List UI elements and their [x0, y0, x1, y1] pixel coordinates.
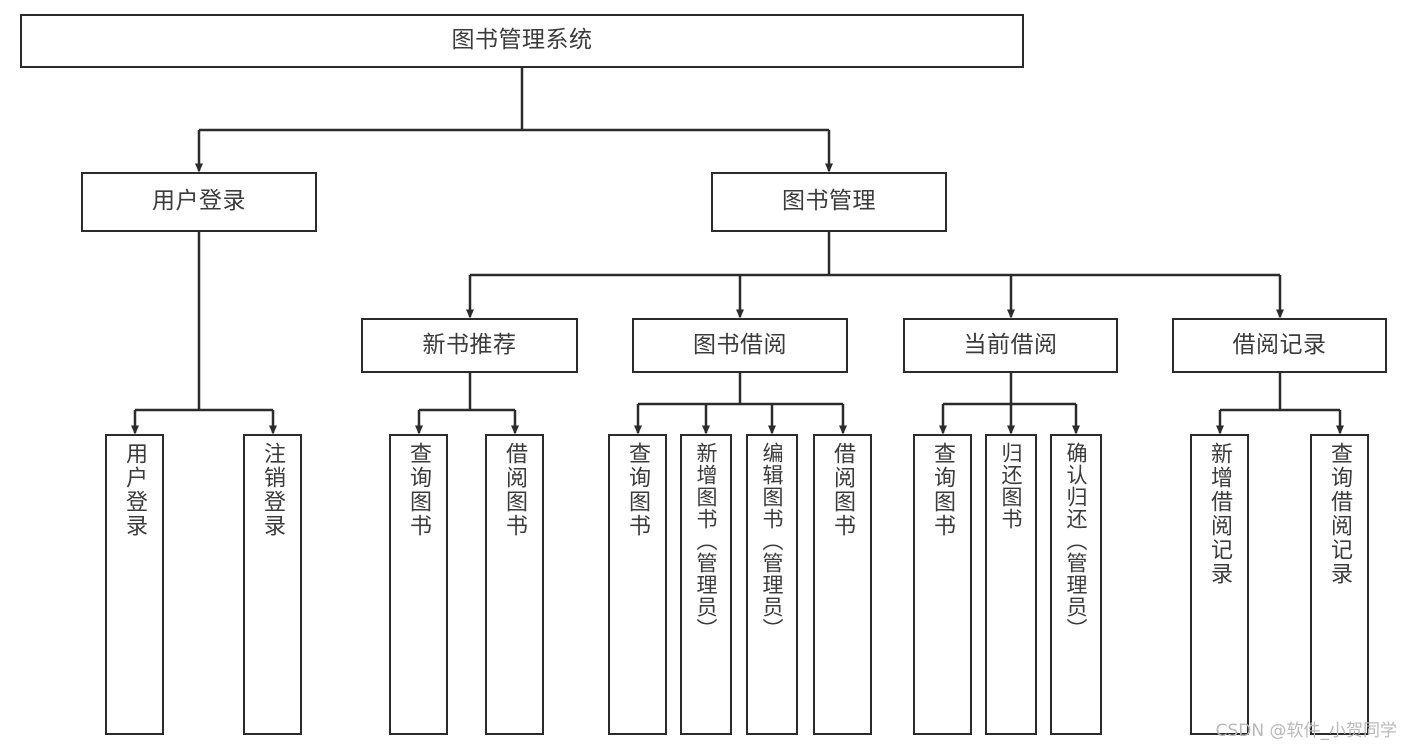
node-leaf-bb-borrow[interactable]: 借阅图书 [813, 434, 872, 735]
node-current-borrow[interactable]: 当前借阅 [903, 318, 1118, 373]
node-label: 图书管理 [782, 188, 876, 215]
node-leaf-nb-query[interactable]: 查询图书 [389, 434, 448, 735]
node-leaf-cb-confirm[interactable]: 确认归还（管理员） [1050, 434, 1102, 735]
node-label: 新书推荐 [422, 331, 517, 358]
node-label: 借阅图书 [830, 442, 856, 538]
node-label: 图书管理系统 [451, 27, 593, 54]
node-label: 查询借阅记录 [1327, 442, 1353, 586]
watermark-text: CSDN @软件_小贺同学 [1215, 721, 1397, 741]
node-label: 新增图书（管理员） [694, 442, 719, 640]
node-new-book-rec[interactable]: 新书推荐 [361, 318, 578, 373]
node-label: 图书借阅 [693, 331, 787, 358]
node-user-login[interactable]: 用户登录 [81, 172, 317, 232]
node-leaf-br-query[interactable]: 查询借阅记录 [1310, 434, 1369, 735]
node-book-manage[interactable]: 图书管理 [711, 172, 947, 232]
node-leaf-bb-add[interactable]: 新增图书（管理员） [680, 434, 732, 735]
node-label: 新增借阅记录 [1207, 442, 1233, 586]
node-borrow-record[interactable]: 借阅记录 [1172, 318, 1387, 373]
node-label: 编辑图书（管理员） [760, 442, 785, 640]
node-leaf-bb-edit[interactable]: 编辑图书（管理员） [746, 434, 798, 735]
node-label: 归还图书 [999, 442, 1024, 530]
node-leaf-bb-query[interactable]: 查询图书 [608, 434, 667, 735]
node-label: 注销登录 [260, 442, 286, 538]
node-label: 借阅图书 [502, 442, 528, 538]
node-label: 查询图书 [930, 442, 956, 538]
node-leaf-cb-query[interactable]: 查询图书 [913, 434, 972, 735]
node-book-borrow[interactable]: 图书借阅 [632, 318, 848, 373]
node-leaf-user-login[interactable]: 用户登录 [105, 434, 164, 735]
node-leaf-br-add[interactable]: 新增借阅记录 [1190, 434, 1249, 735]
edge-lines [131, 68, 1344, 435]
node-root[interactable]: 图书管理系统 [20, 14, 1024, 68]
node-leaf-nb-borrow[interactable]: 借阅图书 [485, 434, 544, 735]
node-leaf-user-logout[interactable]: 注销登录 [243, 434, 302, 735]
node-label: 查询图书 [406, 442, 432, 538]
node-leaf-cb-return[interactable]: 归还图书 [985, 434, 1037, 735]
node-label: 借阅记录 [1232, 331, 1327, 358]
node-label: 用户登录 [122, 442, 148, 538]
node-label: 当前借阅 [963, 331, 1058, 358]
node-label: 用户登录 [152, 188, 246, 215]
node-label: 确认归还（管理员） [1064, 442, 1089, 640]
node-label: 查询图书 [625, 442, 651, 538]
